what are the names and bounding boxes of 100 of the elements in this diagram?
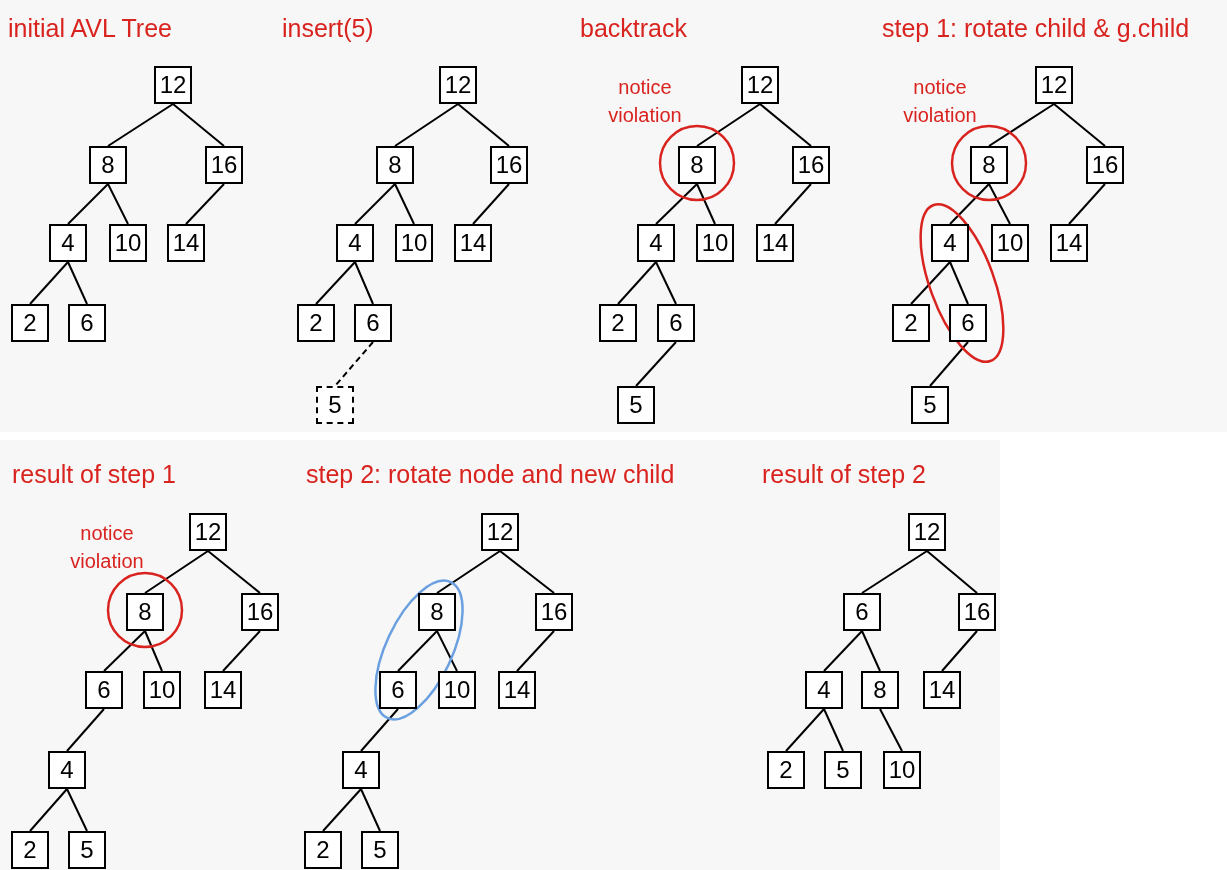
tree-edge (759, 103, 812, 147)
tree-edge (929, 341, 969, 387)
tree-edge (394, 103, 459, 147)
annotation-text: notice violation (902, 75, 978, 128)
tree-edge (1068, 183, 1106, 225)
tree-node-box: 4 (342, 751, 380, 789)
tree-node-box: 8 (126, 593, 164, 631)
tree-node-box: 4 (931, 224, 969, 262)
tree-edge (67, 261, 88, 305)
panel-title: step 1: rotate child & g.child (882, 14, 1190, 43)
tree-node-box: 6 (354, 304, 392, 342)
tree-node-box: 8 (376, 146, 414, 184)
tree-node-box: 4 (336, 224, 374, 262)
tree-edge (635, 341, 677, 387)
tree-edge (861, 550, 928, 594)
tree-edge (949, 183, 990, 225)
tree-node-box: 2 (599, 304, 637, 342)
tree-edge (322, 788, 362, 832)
panel-title: result of step 1 (12, 460, 176, 489)
tree-node-box: 6 (843, 593, 881, 631)
tree-edge (472, 183, 510, 225)
tree-node-box: 14 (204, 671, 242, 709)
tree-edge (67, 183, 109, 225)
tree-edge (66, 788, 88, 832)
tree-node-box: 14 (454, 224, 492, 262)
tree-node-box: 2 (304, 831, 342, 869)
tree-node-box: 12 (154, 66, 192, 104)
tree-edge (785, 708, 825, 752)
tree-edge (397, 630, 438, 672)
tree-node-box: 8 (861, 671, 899, 709)
tree-node-box: 5 (361, 831, 399, 869)
tree-node-box: 2 (11, 304, 49, 342)
tree-edge (354, 183, 396, 225)
tree-node-box: 4 (48, 751, 86, 789)
tree-node-box: 12 (481, 513, 519, 551)
panel-title: step 2: rotate node and new child (306, 460, 675, 489)
tree-node-box: 10 (883, 751, 921, 789)
tree-edge (29, 261, 69, 305)
annotation-text: notice violation (607, 75, 683, 128)
tree-node-box: 14 (1050, 224, 1088, 262)
tree-node-box: 5 (316, 386, 354, 424)
tree-node-box: 5 (824, 751, 862, 789)
tree-edge (949, 261, 969, 305)
tree-edge (655, 183, 698, 225)
tree-edge (499, 550, 555, 594)
tree-node-box: 14 (923, 671, 961, 709)
tree-node-box: 14 (498, 671, 536, 709)
tree-node-box: 16 (792, 146, 830, 184)
tree-node-box: 8 (678, 146, 716, 184)
tree-edge (185, 183, 225, 225)
tree-edge (222, 630, 261, 672)
tree-edge (354, 261, 374, 305)
tree-edge (436, 630, 458, 672)
tree-node-box: 8 (970, 146, 1008, 184)
tree-node-box: 6 (949, 304, 987, 342)
tree-edge (823, 708, 844, 752)
tree-node-box: 5 (68, 831, 106, 869)
tree-edge (457, 103, 510, 147)
panel-title: insert(5) (282, 14, 374, 43)
tree-edge (861, 630, 881, 672)
tree-node-box: 12 (1035, 66, 1073, 104)
tree-edge (107, 103, 174, 147)
panel-title: backtrack (580, 14, 687, 43)
tree-node-box: 16 (241, 593, 279, 631)
tree-node-box: 2 (11, 831, 49, 869)
tree-edge (617, 261, 657, 305)
tree-edge (1053, 103, 1106, 147)
tree-edge (103, 630, 146, 672)
tree-edge (941, 630, 978, 672)
tree-node-box: 2 (767, 751, 805, 789)
tree-node-box: 16 (1086, 146, 1124, 184)
tree-node-box: 10 (438, 671, 476, 709)
tree-edge (655, 261, 677, 305)
tree-node-box: 10 (696, 224, 734, 262)
tree-edge (879, 708, 903, 752)
tree-edge (360, 708, 399, 752)
tree-edge (910, 261, 951, 305)
tree-edge (988, 183, 1011, 225)
tree-node-box: 5 (617, 386, 655, 424)
tree-node-box: 2 (892, 304, 930, 342)
tree-node-box: 12 (189, 513, 227, 551)
tree-node-box: 8 (89, 146, 127, 184)
tree-node-box: 4 (637, 224, 675, 262)
annotation-text: notice violation (69, 521, 145, 574)
tree-edge (823, 630, 863, 672)
tree-edge (696, 183, 716, 225)
tree-edge (926, 550, 978, 594)
tree-node-box: 6 (85, 671, 123, 709)
tree-node-box: 10 (991, 224, 1029, 262)
tree-node-box: 12 (439, 66, 477, 104)
tree-node-box: 12 (908, 513, 946, 551)
tree-edge (144, 630, 163, 672)
tree-edge (29, 788, 68, 832)
tree-node-box: 16 (958, 593, 996, 631)
tree-node-box: 6 (68, 304, 106, 342)
tree-node-box: 16 (535, 593, 573, 631)
tree-node-box: 4 (805, 671, 843, 709)
tree-node-box: 2 (297, 304, 335, 342)
tree-edge (436, 550, 501, 594)
tree-edge (394, 183, 415, 225)
